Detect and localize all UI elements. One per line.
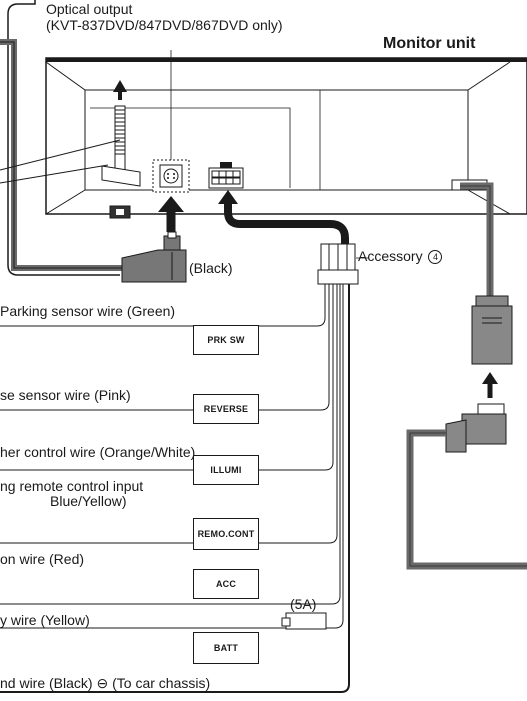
ground-symbol-icon: ⊖ <box>96 675 109 691</box>
monitor-unit-outline <box>7 0 120 276</box>
terminal-box-batt: BATT <box>193 632 259 664</box>
wire-label-parking: Parking sensor wire (Green) <box>0 303 176 319</box>
right-lower-cable <box>406 429 527 570</box>
wire-label-remote-line2: Blue/Yellow) <box>50 493 127 509</box>
monitor-unit-title: Monitor unit <box>383 35 476 52</box>
optical-label-line1: Optical output <box>46 1 133 17</box>
fuse <box>281 612 327 630</box>
accessory-label: Accessory 4 <box>358 248 443 264</box>
monitor-box <box>45 57 527 215</box>
optical-label-line2: (KVT-837DVD/847DVD/867DVD only) <box>46 17 283 33</box>
harness-cable <box>224 196 349 248</box>
terminal-box-reverse: REVERSE <box>193 394 259 424</box>
wire-label-dimmer: her control wire (Orange/White) <box>0 444 196 460</box>
black-label: (Black) <box>189 260 233 276</box>
accessory-text: Accessory <box>358 248 423 264</box>
ground-text: nd wire (Black) <box>0 675 93 691</box>
ground-wire <box>0 284 350 693</box>
wire-label-reverse: se sensor wire (Pink) <box>0 387 131 403</box>
accessory-number-badge: 4 <box>428 250 443 264</box>
wire-label-remote: ng remote control input <box>0 478 144 494</box>
accessory-connector <box>317 243 368 285</box>
terminal-box-illumi: ILLUMI <box>193 455 259 485</box>
wire-label-batt: y wire (Yellow) <box>0 612 90 628</box>
wire-label-acc: on wire (Red) <box>0 551 85 567</box>
ground-note: (To car chassis) <box>112 675 211 691</box>
terminal-box-prk-sw: PRK SW <box>193 325 259 355</box>
fuse-label: (5A) <box>290 596 317 612</box>
eight-pin-connector <box>208 162 244 189</box>
terminal-box-remo-cont: REMO.CONT <box>193 518 259 550</box>
wire-label-ground: nd wire (Black) ⊖ (To car chassis) <box>0 675 210 691</box>
wire-bundle <box>0 284 344 629</box>
terminal-box-acc: ACC <box>193 569 259 599</box>
black-plug <box>121 231 187 283</box>
